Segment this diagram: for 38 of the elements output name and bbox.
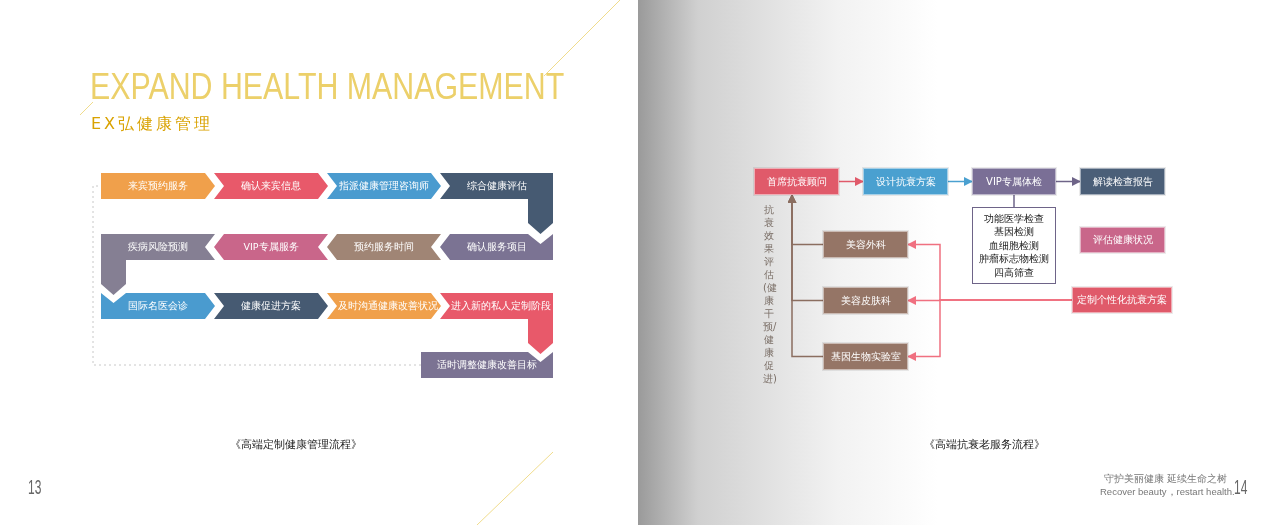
page-number: 14 bbox=[1234, 476, 1248, 499]
process-step: 指派健康管理咨询师 bbox=[327, 173, 441, 199]
process-step: VIP专属服务 bbox=[214, 234, 328, 260]
process-box: 美容外科 bbox=[823, 231, 908, 258]
process-step: 确认来宾信息 bbox=[214, 173, 328, 199]
title: EXPAND HEALTH MANAGEMENT bbox=[90, 66, 565, 108]
list-box: 功能医学检查 基因检测 血细胞检测 肿瘤标志物检测 四高筛查 bbox=[972, 207, 1056, 284]
process-step: 国际名医会诊 bbox=[101, 293, 215, 319]
footer-text: 守护美丽健康 延续生命之树 bbox=[1104, 472, 1228, 486]
process-step: 及时沟通健康改善状况 bbox=[327, 293, 441, 319]
caption: 《高端抗衰老服务流程》 bbox=[924, 437, 1045, 452]
process-box: 基因生物实验室 bbox=[823, 343, 908, 370]
process-box: 解读检查报告 bbox=[1080, 168, 1165, 195]
process-box: 首席抗衰顾问 bbox=[754, 168, 839, 195]
dotted-connector bbox=[92, 185, 422, 366]
process-step: 进入新的私人定制阶段 bbox=[440, 293, 553, 354]
process-box: VIP专属体检 bbox=[972, 168, 1056, 195]
arrow bbox=[947, 177, 973, 186]
process-step: 来宾预约服务 bbox=[101, 173, 215, 199]
process-step: 预约服务时间 bbox=[327, 234, 441, 260]
process-step: 疾病风险预测 bbox=[101, 234, 215, 295]
process-box: 美容皮肤科 bbox=[823, 287, 908, 314]
arrow bbox=[838, 177, 864, 186]
arrow bbox=[1055, 177, 1081, 186]
connector-line bbox=[1013, 194, 1015, 208]
footer-text: Recover beauty，restart health. bbox=[1100, 486, 1235, 499]
process-box: 评估健康状况 bbox=[1080, 227, 1165, 253]
process-step: 健康促进方案 bbox=[214, 293, 328, 319]
process-step: 确认服务项目 bbox=[440, 234, 553, 260]
caption: 《高端定制健康管理流程》 bbox=[230, 437, 362, 452]
process-box: 定制个性化抗衰方案 bbox=[1072, 287, 1172, 313]
process-box: 设计抗衰方案 bbox=[863, 168, 948, 195]
arrow bbox=[907, 299, 1073, 361]
subtitle: EX弘健康管理 bbox=[91, 114, 214, 135]
process-step: 综合健康评估 bbox=[440, 173, 553, 234]
process-step: 适时调整健康改善目标 bbox=[421, 352, 553, 378]
arrow bbox=[787, 194, 824, 358]
page-number: 13 bbox=[28, 476, 42, 499]
